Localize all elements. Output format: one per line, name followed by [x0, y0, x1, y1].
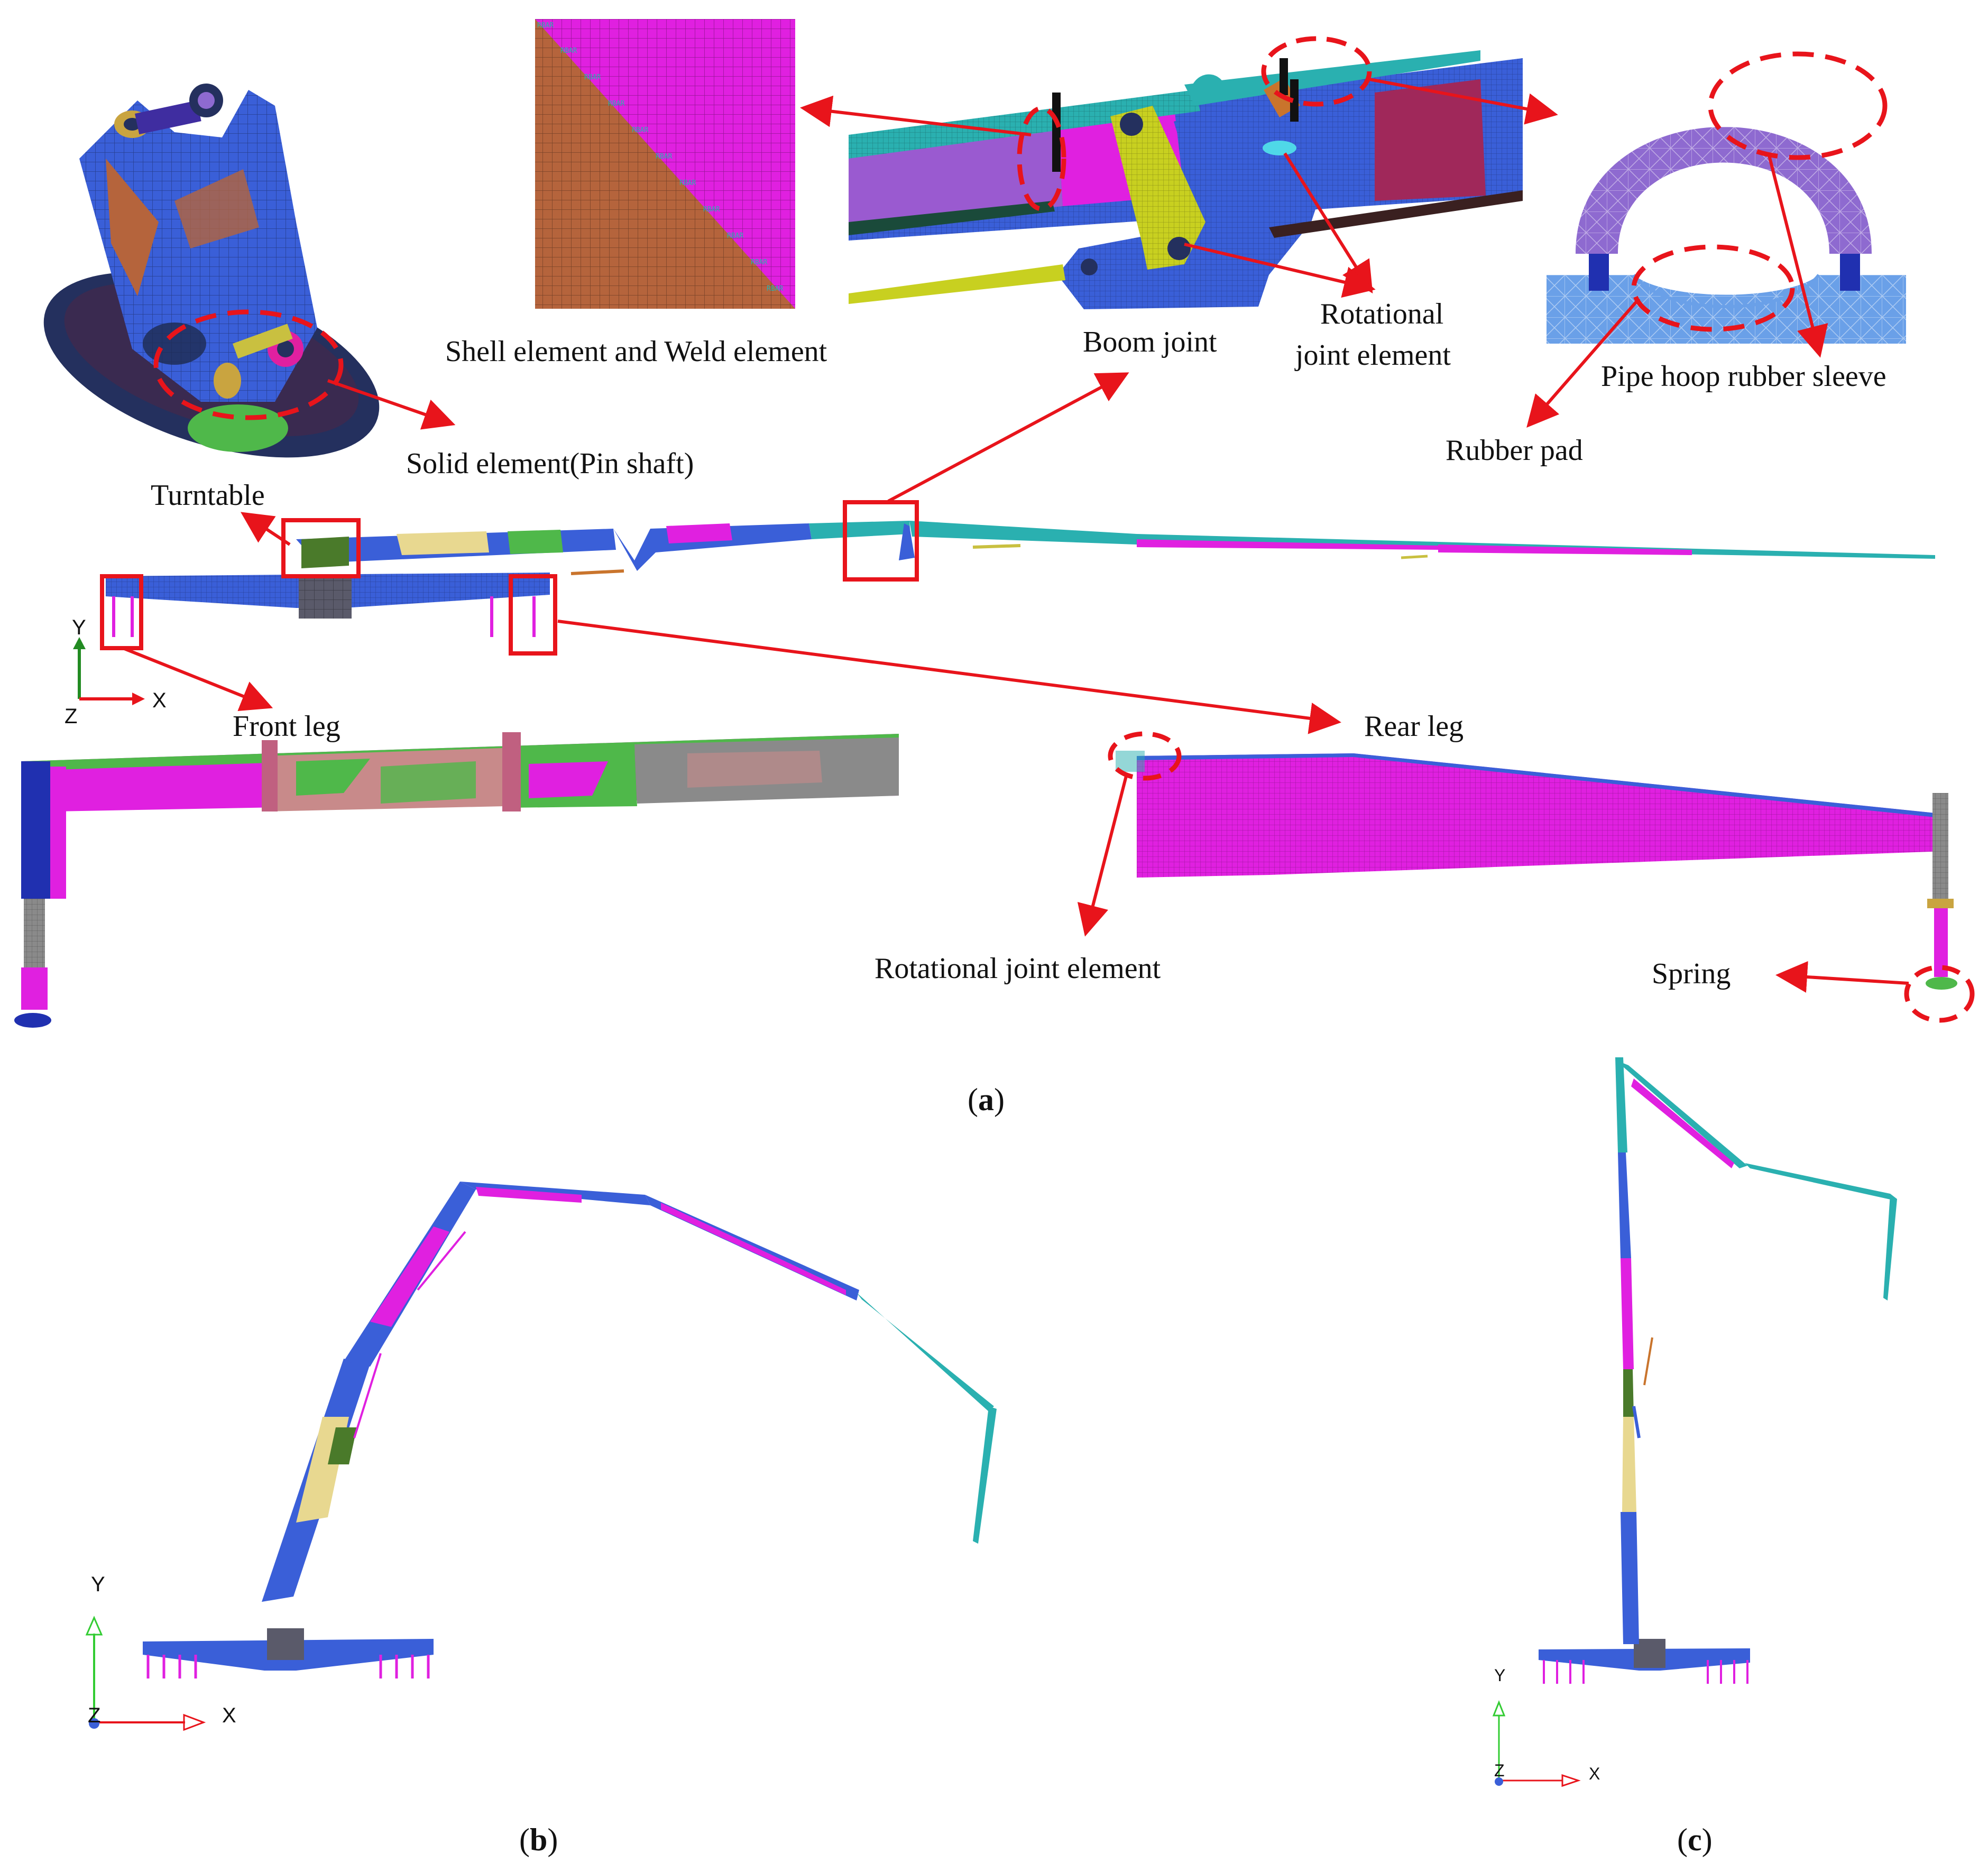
- rbar-tag: RBAR: [560, 47, 577, 55]
- axes-a: Y X Z: [65, 616, 167, 728]
- hoop-pad-dashed-circle: [1631, 244, 1795, 332]
- box-turntable: [281, 518, 361, 578]
- rbar-tag: RBAR: [632, 126, 648, 134]
- arrow-boom-joint-label: [887, 372, 1129, 503]
- axes-c: Y X Z: [1492, 1666, 1600, 1787]
- arrow-turntable: [240, 512, 291, 546]
- caption-c: (c): [1677, 1822, 1713, 1857]
- arrow-hoop-sleeve: [1767, 153, 1828, 358]
- axis-x-label: X: [152, 689, 167, 712]
- arrow-rot-joint-2: [1184, 243, 1376, 298]
- rbar-tag: RBAR: [656, 153, 672, 161]
- spring-dashed-circle: [1904, 965, 1975, 1023]
- turntable-model: [43, 84, 380, 458]
- arrow-spring: [1775, 961, 1909, 993]
- label-rotational-joint-element: Rotational joint element: [875, 952, 1161, 985]
- label-shell-weld-element: Shell element and Weld element: [445, 335, 827, 368]
- box-boom-joint: [843, 500, 919, 582]
- axis-y-label: Y: [91, 1573, 105, 1596]
- hoop-top-dashed-circle: [1708, 51, 1888, 160]
- legs-b: [146, 1655, 430, 1678]
- pump-truck-vertical: [1539, 1057, 1897, 1684]
- rbar-tags: RBAR RBAR RBAR RBAR RBAR RBAR RBAR RBAR …: [537, 22, 783, 293]
- axis-x-label: X: [222, 1704, 236, 1727]
- boom-dashed-circle-top: [1261, 36, 1372, 107]
- rbar-tag: RBAR: [679, 179, 696, 187]
- axis-z-label: Z: [1494, 1761, 1505, 1780]
- axes-b: Y X Z: [85, 1573, 236, 1731]
- rbar-tag: RBAR: [767, 285, 783, 293]
- front-leg-model: [14, 732, 899, 1028]
- legs-horizontal: [112, 596, 536, 637]
- label-spring: Spring: [1652, 957, 1731, 990]
- arrow-rear-leg: [557, 620, 1341, 734]
- caption-b: (b): [519, 1822, 558, 1857]
- boom-joint-model: [849, 50, 1523, 309]
- rear-leg-model: [1116, 751, 1957, 990]
- pump-truck-arched: [143, 1182, 997, 1678]
- label-rotational: Rotational: [1320, 298, 1443, 330]
- label-rubber-pad: Rubber pad: [1446, 434, 1583, 467]
- pipe-hoop-model: [1547, 127, 1906, 344]
- label-turntable: Turntable: [151, 479, 265, 512]
- box-rear-leg: [509, 574, 557, 656]
- pin-shaft-arrow: [327, 379, 456, 430]
- rbar-tag: RBAR: [751, 259, 767, 266]
- axis-x-label: X: [1589, 1764, 1600, 1783]
- rbar-tag: RBAR: [727, 232, 743, 240]
- pin-shaft-dashed-circle: [153, 309, 344, 420]
- label-front-leg: Front leg: [233, 710, 340, 743]
- arrow-rot-joint-element: [1077, 776, 1128, 937]
- label-rear-leg: Rear leg: [1364, 710, 1464, 743]
- legs-c: [1543, 1660, 1748, 1684]
- rbar-tag: RBAR: [608, 100, 624, 108]
- arrow-to-pipe-hoop: [1369, 78, 1558, 125]
- arrow-to-weld-mesh: [800, 95, 1032, 136]
- rear-leg-dashed-circle: [1108, 731, 1182, 781]
- label-joint-element: joint element: [1294, 339, 1451, 372]
- shell-weld-mesh: RBAR RBAR RBAR RBAR RBAR RBAR RBAR RBAR …: [535, 19, 795, 309]
- rbar-tag: RBAR: [584, 73, 601, 81]
- caption-a: (a): [968, 1082, 1005, 1117]
- rbar-tag: RBAR: [537, 22, 554, 30]
- label-pipe-hoop-rubber-sleeve: Pipe hoop rubber sleeve: [1601, 360, 1886, 393]
- axis-z-label: Z: [65, 705, 77, 728]
- arrow-rubber-pad: [1526, 298, 1641, 428]
- rbar-tag: RBAR: [703, 206, 720, 214]
- axis-y-label: Y: [1494, 1666, 1505, 1685]
- axis-z-label: Z: [88, 1704, 100, 1727]
- pump-truck-horizontal: [106, 521, 1935, 637]
- axis-y-label: Y: [72, 616, 86, 639]
- arrow-rot-joint-1: [1283, 152, 1373, 294]
- label-boom-joint: Boom joint: [1083, 326, 1217, 358]
- boom-dashed-circle-left: [1017, 106, 1066, 211]
- arrow-front-leg: [121, 646, 273, 712]
- label-solid-element-pin-shaft: Solid element(Pin shaft): [406, 447, 694, 480]
